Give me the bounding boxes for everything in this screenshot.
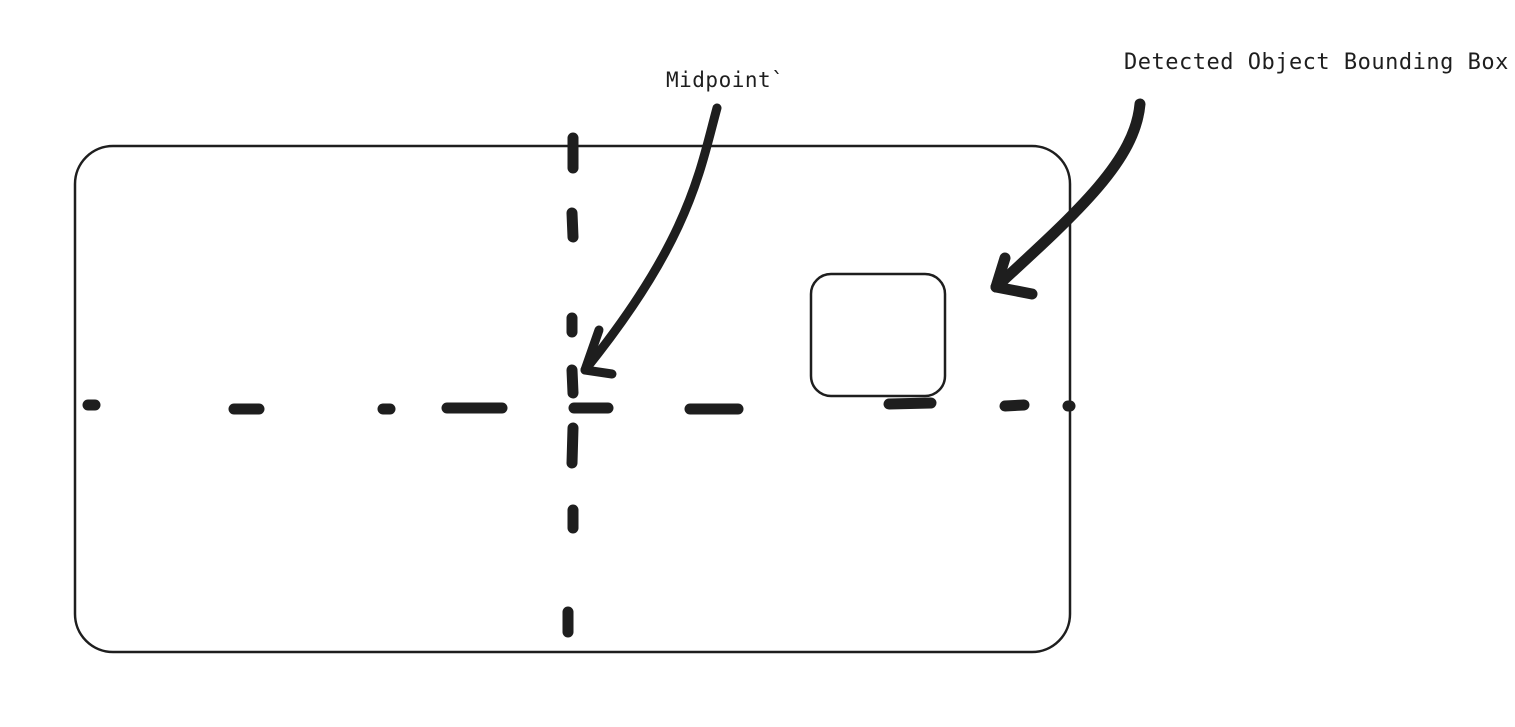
bounding-box-arrow — [990, 98, 1146, 300]
bounding-box-label: Detected Object Bounding Box — [1124, 50, 1509, 75]
detected-object-box — [809, 272, 947, 398]
vertical-center-line — [562, 132, 579, 638]
midpoint-arrow — [580, 103, 722, 379]
horizontal-center-line — [82, 397, 1076, 415]
midpoint-label: Midpoint` — [666, 68, 785, 92]
